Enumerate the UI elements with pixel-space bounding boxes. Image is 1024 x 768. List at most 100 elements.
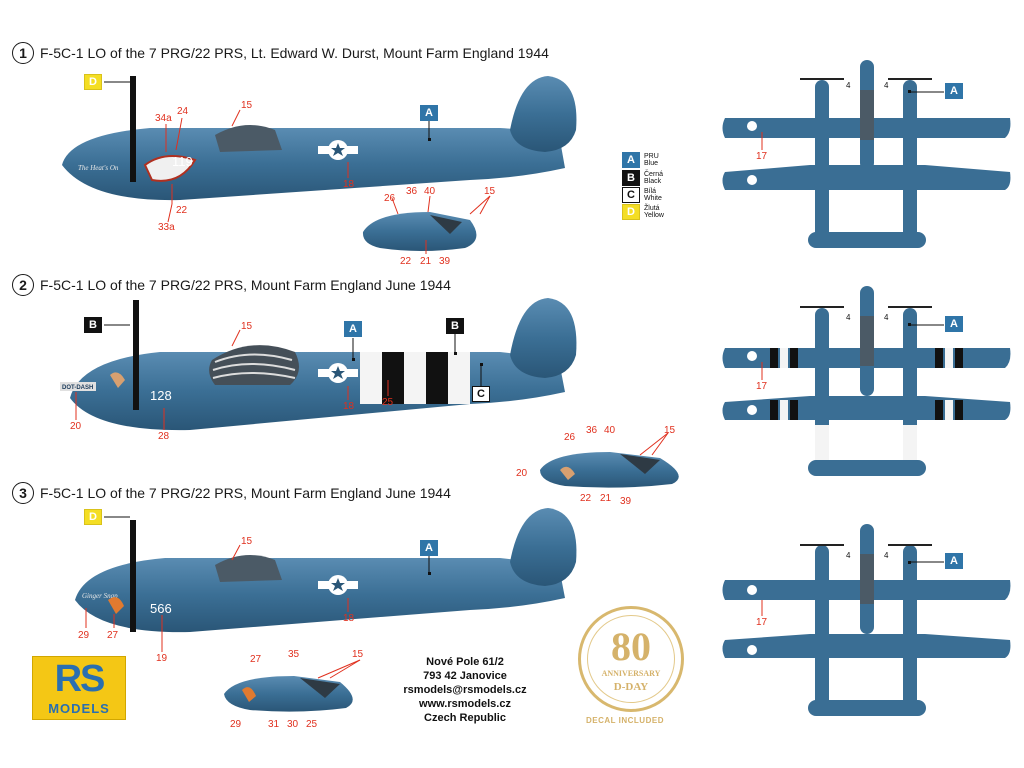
address-website: www.rsmodels.cz (419, 698, 511, 710)
plan-view-3 (722, 524, 1011, 716)
callout: 18 (343, 401, 355, 412)
callout: 36 (406, 186, 418, 197)
rs-models-logo: RS MODELS (32, 656, 126, 720)
scheme3-side-view: 566 Ginger Snap (75, 508, 577, 633)
logo-rs-text: RS (54, 658, 106, 700)
legend-label-cz-c: Bílá (644, 187, 657, 195)
callout: 25 (382, 397, 394, 408)
scheme2-nose-art: DOT-DASH (62, 385, 93, 391)
callout: 29 (230, 719, 242, 730)
callout: 21 (420, 256, 432, 267)
callout: 27 (107, 630, 119, 641)
callout: 39 (439, 256, 451, 267)
scheme1-canopy (215, 125, 282, 152)
callout: 15 (484, 186, 496, 197)
callout: 4 (884, 551, 889, 560)
tag-pru-blue-s1: A (420, 105, 438, 121)
callout: 26 (564, 432, 576, 443)
callout: 15 (241, 321, 253, 332)
callout: 29 (78, 630, 90, 641)
callout: 15 (664, 425, 676, 436)
scheme3-canopy (215, 555, 282, 582)
scheme2-propeller (133, 300, 139, 410)
scheme1-number: 1 (12, 42, 34, 64)
callout: 26 (384, 193, 396, 204)
plan-view-2 (722, 286, 1011, 476)
plan-view-1 (722, 60, 1011, 248)
legend-label-en-d: Yellow (644, 212, 664, 219)
legend-label-cz-d: Žlutá (644, 204, 660, 212)
decal-included-note: DECAL INCLUDED (586, 716, 664, 725)
paint-tag-leaders (104, 81, 944, 572)
address-city: 793 42 Janovice (423, 670, 507, 682)
legend-label-en-b: Black (644, 178, 662, 185)
scheme1-tail-fin (510, 76, 577, 152)
callout: 40 (424, 186, 436, 197)
legend-swatch-b: B (622, 170, 640, 186)
tag-pru-blue-plan2: A (945, 316, 963, 332)
tag-black-s2-stripe: B (446, 318, 464, 334)
scheme2-side-view: 128 DOT-DASH (60, 298, 577, 431)
callout: 17 (756, 151, 768, 162)
company-address: Nové Pole 61/2 793 42 Janovice rsmodels@… (390, 655, 540, 725)
seal-number: 80 (611, 624, 651, 669)
seal-dday-text: D-DAY (613, 681, 649, 693)
callout: 33a (158, 222, 175, 233)
callout: 34a (155, 113, 172, 124)
callout: 4 (846, 81, 851, 90)
scheme3-title-text: F-5C-1 LO of the 7 PRG/22 PRS, Mount Far… (40, 485, 451, 501)
scheme2-title: 2 F-5C-1 LO of the 7 PRG/22 PRS, Mount F… (12, 274, 451, 296)
callout: 25 (306, 719, 318, 730)
callout: 39 (620, 496, 632, 507)
address-street: Nové Pole 61/2 (426, 656, 504, 668)
callout: 15 (241, 536, 253, 547)
scheme2-nose-detail (540, 452, 679, 488)
callout: 18 (343, 179, 355, 190)
tag-yellow-s3: D (84, 509, 102, 525)
callout: 4 (884, 313, 889, 322)
tag-pru-blue-s3: A (420, 540, 438, 556)
scheme1-aircraft-number: 119 (172, 154, 193, 169)
legend-swatch-a: A (622, 152, 640, 168)
scheme1-sharkmouth (143, 155, 197, 182)
scheme2-title-text: F-5C-1 LO of the 7 PRG/22 PRS, Mount Far… (40, 277, 451, 293)
callout: 4 (884, 81, 889, 90)
callout: 22 (580, 493, 592, 504)
scheme3-title: 3 F-5C-1 LO of the 7 PRG/22 PRS, Mount F… (12, 482, 451, 504)
tag-yellow-s1: D (84, 74, 102, 90)
scheme1-side-view: 119 The Heat's On (62, 76, 577, 201)
callout: 35 (288, 649, 300, 660)
callout: 28 (158, 431, 170, 442)
tag-white-s2: C (472, 386, 490, 402)
scheme1-title: 1 F-5C-1 LO of the 7 PRG/22 PRS, Lt. Edw… (12, 42, 549, 64)
scheme2-number: 2 (12, 274, 34, 296)
scheme1-nose-art: The Heat's On (78, 164, 119, 172)
scheme1-nose-detail (362, 212, 477, 251)
callout: 27 (250, 654, 262, 665)
tag-pru-blue-s2: A (344, 321, 362, 337)
callout: 31 (268, 719, 280, 730)
scheme3-propeller (130, 520, 136, 632)
dday-anniversary-seal: 80 ANNIVERSARY D-DAY (578, 606, 684, 712)
seal-anniversary-text: ANNIVERSARY (601, 669, 661, 678)
legend-label-cz-b: Černá (644, 170, 664, 178)
legend-swatch-c: C (622, 187, 640, 203)
scheme3-tail-fin (510, 508, 577, 586)
callout: 24 (177, 106, 189, 117)
scheme3-number: 3 (12, 482, 34, 504)
scheme3-nose-art: Ginger Snap (82, 592, 118, 600)
address-email: rsmodels@rsmodels.cz (403, 684, 527, 696)
scheme1-title-text: F-5C-1 LO of the 7 PRG/22 PRS, Lt. Edwar… (40, 45, 549, 61)
scheme3-aircraft-number: 566 (150, 601, 172, 616)
tag-pru-blue-plan1: A (945, 83, 963, 99)
callout: 15 (241, 100, 253, 111)
logo-models-text: MODELS (48, 701, 110, 716)
scheme2-invasion-stripe (360, 352, 382, 404)
callout: 40 (604, 425, 616, 436)
scheme3-nose-detail (224, 676, 353, 712)
callout: 15 (352, 649, 364, 660)
scheme2-bubble (209, 345, 299, 385)
